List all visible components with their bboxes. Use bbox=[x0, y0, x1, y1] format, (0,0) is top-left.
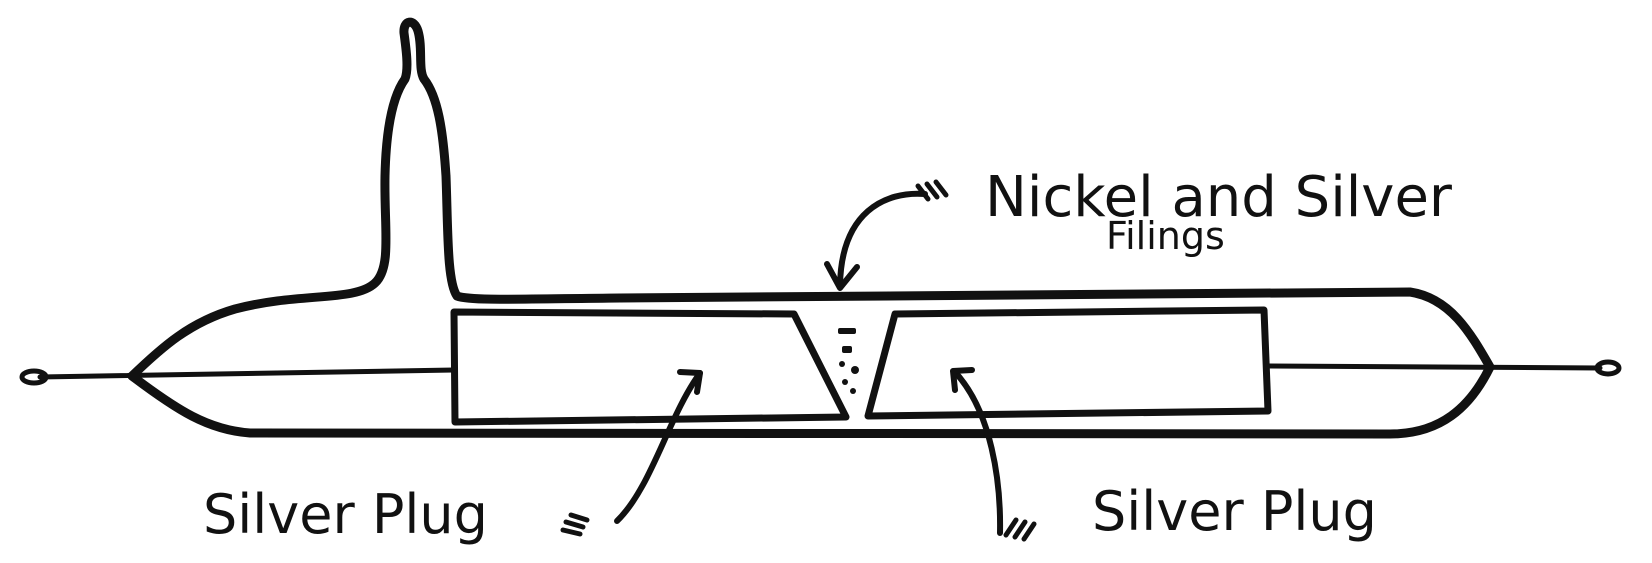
left-plug-arrow bbox=[560, 369, 703, 537]
right-plug-arrow bbox=[950, 367, 1037, 542]
right-plug-label: Silver Plug bbox=[1092, 480, 1377, 543]
filings-label-line1: Nickel and Silver bbox=[985, 165, 1453, 230]
right-silver-plug bbox=[864, 306, 1272, 420]
right-lead-wire bbox=[1265, 359, 1622, 377]
left-plug-label: Silver Plug bbox=[203, 483, 488, 546]
left-silver-plug bbox=[450, 308, 850, 426]
filings-label-line2: Filings bbox=[1106, 214, 1225, 258]
filings-arrow bbox=[824, 179, 949, 291]
metal-filings bbox=[838, 328, 859, 394]
glass-tube bbox=[127, 17, 1495, 439]
left-lead-wire bbox=[19, 367, 457, 386]
